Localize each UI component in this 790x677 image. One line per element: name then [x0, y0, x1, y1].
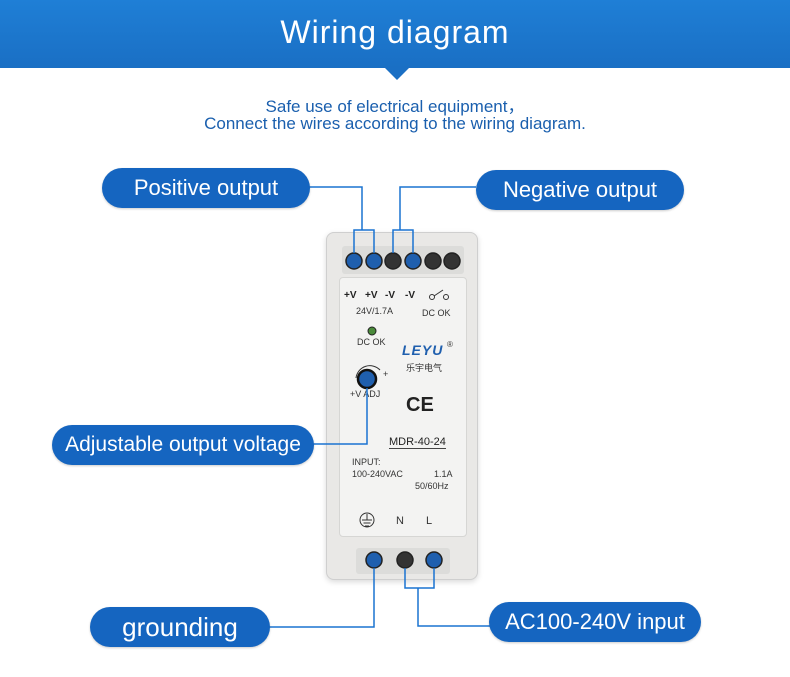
- bottom-screw-n: [396, 551, 414, 569]
- brand-logo: LEYU: [402, 342, 444, 358]
- terminal-label-3: -V: [385, 290, 395, 301]
- callout-ac-input: AC100-240V input: [489, 602, 701, 642]
- ce-mark: CE: [406, 394, 434, 416]
- header-notch: [383, 66, 411, 80]
- intro-line-1: Safe use of electrical equipment，: [265, 97, 525, 116]
- callout-positive-output: Positive output: [102, 168, 310, 208]
- terminal-screw-2: [365, 252, 383, 270]
- input-label: INPUT:: [352, 457, 381, 467]
- dc-ok-led: [367, 326, 377, 336]
- terminal-screw-4: [404, 252, 422, 270]
- callout-adjustable-voltage: Adjustable output voltage: [52, 425, 314, 465]
- top-terminal-block: [342, 246, 464, 274]
- terminal-screw-6: [443, 252, 461, 270]
- callout-negative-output: Negative output: [476, 170, 684, 210]
- terminal-screw-1: [345, 252, 363, 270]
- terminal-label-2: +V: [365, 290, 378, 301]
- terminal-label-4: -V: [405, 290, 415, 301]
- adj-label: +V ADJ: [350, 389, 381, 399]
- device-front-panel: [339, 277, 467, 537]
- ground-icon: [359, 512, 375, 528]
- brand-chinese-name: 乐宇电气: [406, 363, 443, 373]
- callout-grounding: grounding: [90, 607, 270, 647]
- brand-registered-mark: ®: [447, 340, 453, 349]
- neutral-label: N: [396, 515, 404, 527]
- intro-line-2: Connect the wires according to the wirin…: [204, 114, 586, 133]
- bottom-screw-ground: [365, 551, 383, 569]
- input-range: 100-240VAC: [352, 469, 403, 479]
- header-banner: [0, 0, 790, 68]
- dc-ok-relay-label: DC OK: [422, 308, 451, 318]
- adj-plus-label: +: [383, 369, 389, 379]
- terminal-label-1: +V: [344, 290, 357, 301]
- rating-label: 24V/1.7A: [356, 306, 394, 316]
- bottom-screw-l: [425, 551, 443, 569]
- input-current: 1.1A: [434, 469, 453, 479]
- adjust-knob: [355, 365, 381, 390]
- terminal-screw-3: [384, 252, 402, 270]
- terminal-screw-5: [424, 252, 442, 270]
- dc-ok-led-label: DC OK: [357, 337, 386, 347]
- relay-switch-icon: [429, 289, 449, 300]
- input-frequency: 50/60Hz: [415, 481, 449, 491]
- connector-lines: [268, 186, 490, 628]
- line-label: L: [426, 515, 433, 527]
- model-label: MDR-40-24: [389, 436, 446, 449]
- bottom-terminal-block: [356, 548, 450, 574]
- page-title: Wiring diagram: [280, 14, 510, 50]
